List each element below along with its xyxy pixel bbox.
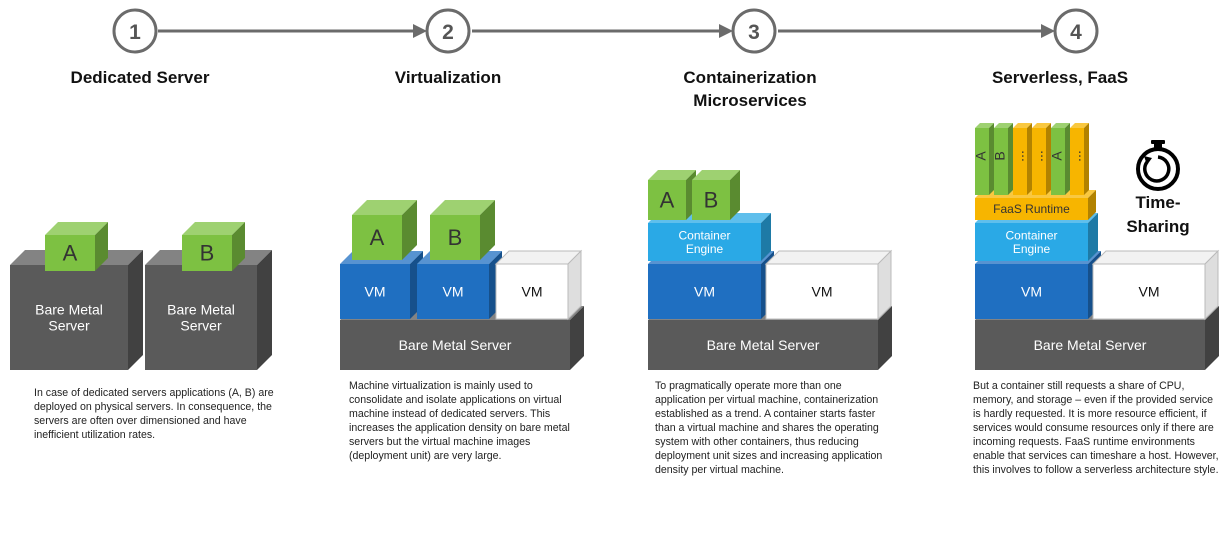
step2-app-b-label: B (448, 225, 463, 250)
step2-app-a: A (352, 200, 417, 260)
step-3-title-line-1: Containerization (683, 68, 817, 87)
step-3-title: Containerization Microservices (640, 66, 860, 112)
step4-function-1-label: A (973, 151, 989, 161)
step-4-number: 4 (1070, 21, 1082, 44)
step3-engine-label-2: Engine (686, 242, 724, 256)
step4-function-2: B (992, 123, 1013, 195)
step-2-number: 2 (442, 21, 454, 44)
step-1-title: Dedicated Server (70, 68, 210, 87)
step4-function-1: A (973, 123, 994, 195)
step3-base-label: Bare Metal Server (707, 337, 820, 353)
step4-engine-label-2: Engine (1013, 242, 1051, 256)
step-2-circle: 2 (425, 8, 471, 54)
step2-vm-3: VM (494, 249, 583, 321)
step3-app-b-label: B (704, 188, 719, 213)
step1-server-a-label-2: Server (48, 317, 90, 333)
step-1-circle: 1 (112, 8, 158, 54)
step-3-circle: 3 (731, 8, 777, 54)
step4-function-3-label: ... (1011, 150, 1027, 162)
step4-vm-2: VM (1091, 249, 1220, 321)
step2-vm-3-label: VM (522, 283, 543, 299)
connector-2-3-arrowhead (719, 24, 733, 38)
step1-app-a: A (45, 222, 108, 271)
step4-base-label: Bare Metal Server (1034, 337, 1147, 353)
step-connectors (158, 24, 1055, 38)
step1-app-a-label: A (63, 241, 78, 266)
step4-runtime-label: FaaS Runtime (993, 202, 1070, 216)
timeshare-label-line-2: Sharing (1126, 217, 1190, 236)
step2-base-label: Bare Metal Server (399, 337, 512, 353)
step3-app-a: A (648, 170, 696, 220)
step2-app-a-label: A (370, 225, 385, 250)
step3-vm-1: VM (648, 251, 774, 319)
step4-function-4: ... (1030, 123, 1051, 195)
step-2-description: Machine virtualization is mainly used to… (349, 380, 570, 462)
connector-3-4-arrowhead (1041, 24, 1055, 38)
step4-function-5-label: A (1049, 151, 1065, 161)
step2-vm-2-label: VM (443, 283, 464, 299)
step-3-description: To pragmatically operate more than one a… (655, 380, 883, 476)
step-3-number: 3 (748, 21, 760, 44)
connector-1-2-arrowhead (413, 24, 427, 38)
step1-server-b-label-1: Bare Metal (167, 301, 235, 317)
step4-engine-label-1: Container (1005, 228, 1057, 242)
step-3-title-line-2: Microservices (693, 91, 807, 110)
step1-server-b-label-2: Server (180, 317, 222, 333)
step3-engine-label-1: Container (678, 228, 730, 242)
step4-function-4-label: ... (1030, 150, 1046, 162)
step2-vm-1: VM (340, 251, 423, 319)
step-1-number: 1 (129, 21, 141, 44)
timeshare-label: Time- Sharing (1108, 191, 1208, 239)
step2-vm-1-label: VM (365, 283, 386, 299)
step-4-title: Serverless, FaaS (991, 68, 1129, 87)
step4-function-3: ... (1011, 123, 1032, 195)
step4-vm-1: VM (975, 251, 1101, 319)
step2-app-b: B (430, 200, 495, 260)
step1-server-a-label-1: Bare Metal (35, 301, 103, 317)
step3-vm-2: VM (764, 249, 893, 321)
step1-app-b-label: B (200, 241, 215, 266)
step3-app-b: B (692, 170, 740, 220)
step4-vm-1-label: VM (1021, 283, 1042, 299)
step2-vm-2: VM (417, 251, 502, 319)
step-circles: 1 2 3 4 (112, 8, 1099, 54)
step4-function-2-label: B (992, 151, 1008, 160)
timeshare-label-line-1: Time- (1135, 193, 1181, 212)
step4-vm-2-label: VM (1139, 283, 1160, 299)
step3-app-a-label: A (660, 188, 675, 213)
step-4-circle: 4 (1053, 8, 1099, 54)
stopwatch-icon (1136, 140, 1180, 191)
step4-function-6: ... (1068, 123, 1089, 195)
step3-vm-2-label: VM (812, 283, 833, 299)
step3-vm-1-label: VM (694, 283, 715, 299)
step-1-description: In case of dedicated servers application… (34, 387, 274, 441)
step-4-description: But a container still requests a share o… (973, 380, 1219, 476)
step1-app-b: B (182, 222, 245, 271)
step4-function-6-label: ... (1068, 150, 1084, 162)
step4-function-5: A (1049, 123, 1070, 195)
step-2-title: Virtualization (394, 68, 502, 87)
